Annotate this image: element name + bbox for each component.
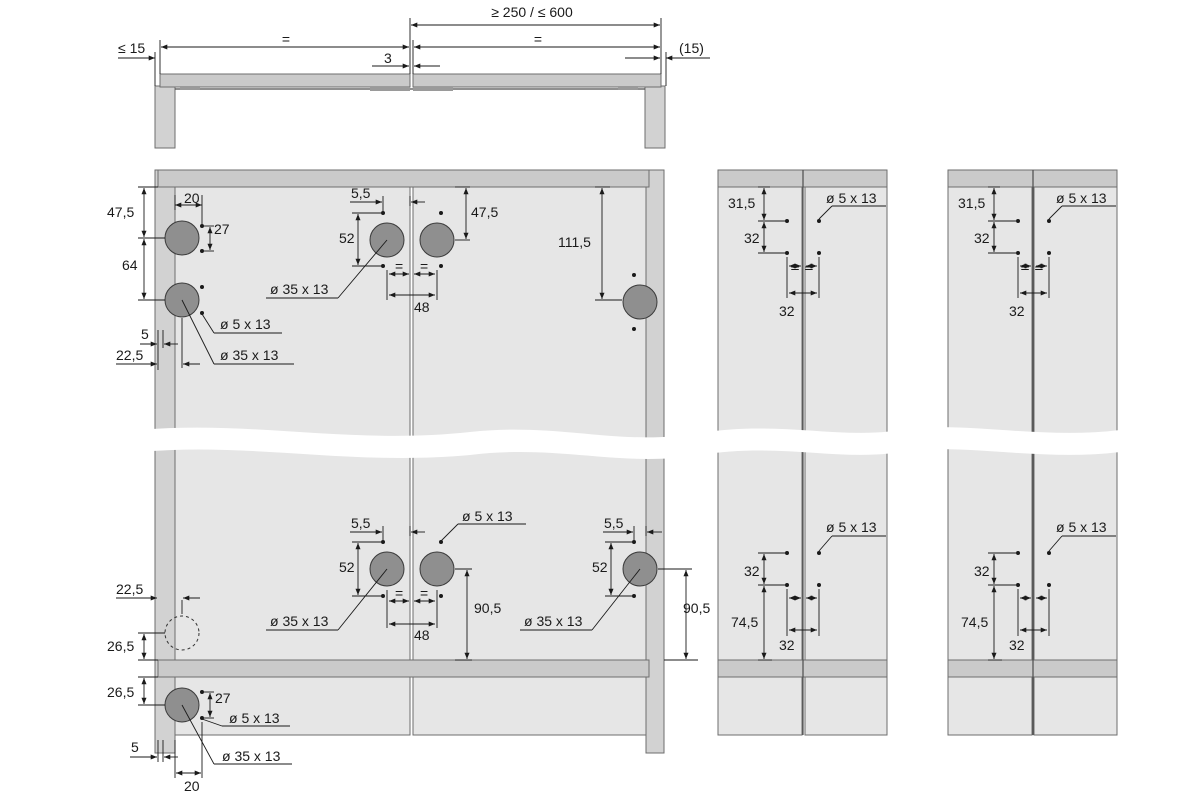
- label-pin-top: ø 5 x 13: [826, 190, 877, 206]
- eq-2: =: [420, 258, 428, 274]
- dim-31-5: 31,5: [728, 195, 755, 211]
- front-view: [154, 169, 665, 754]
- break-band: [140, 427, 1120, 459]
- dim-27-lower: 27: [215, 690, 231, 706]
- dim-52: 52: [339, 230, 355, 246]
- dim-5-5-lower: 5,5: [351, 515, 371, 531]
- label-pin-bottom-b: ø 5 x 13: [1056, 519, 1107, 535]
- dim-32-v-b-b: 32: [974, 563, 990, 579]
- label-pin-mid: ø 5 x 13: [462, 508, 513, 524]
- eq-left-label: =: [282, 31, 290, 47]
- pin-hole: [200, 285, 204, 289]
- top-hinge-right: [413, 87, 453, 91]
- eq-1: =: [395, 258, 403, 274]
- dim-5-lower: 5: [131, 739, 139, 755]
- eq-1-lower: =: [395, 585, 403, 601]
- pin-hole: [200, 249, 204, 253]
- top-rail: [157, 169, 650, 188]
- cup-hole-mid-right: [419, 222, 455, 258]
- top-left-post: [154, 85, 176, 149]
- front-upper-dimensions: 20 47,5 64 27 ø 5 x 13 ø 35 x 13 5: [107, 185, 622, 370]
- dim-74-5-b: 74,5: [961, 614, 988, 630]
- label-cup-left: ø 35 x 13: [220, 347, 279, 363]
- dim-22-5: 22,5: [116, 347, 143, 363]
- dim-5-5: 5,5: [351, 185, 371, 201]
- detail-a-dimensions: 31,5 32 ø 5 x 13 = = 32 ø 5 x 13 32 74,5…: [728, 186, 886, 661]
- eq-detail: = =: [790, 261, 814, 275]
- dim-27: 27: [214, 221, 230, 237]
- dim-32-h-bottom-b: 32: [1009, 637, 1025, 653]
- front-lower-dimensions: 5,5 ø 5 x 13 52 ø 35 x 13 = = 48 90,5: [107, 508, 710, 794]
- cup-hole-lower-mid-right: [419, 551, 455, 587]
- dim-32-h-bottom: 32: [779, 637, 795, 653]
- dim-47-5-mid: 47,5: [471, 204, 498, 220]
- dim-48: 48: [414, 299, 430, 315]
- top-hinge-left: [370, 87, 410, 91]
- dim-32-v-b: 32: [744, 563, 760, 579]
- label-cup-mid-lower: ø 35 x 13: [270, 613, 329, 629]
- dim-32-v: 32: [744, 230, 760, 246]
- dim-20: 20: [184, 190, 200, 206]
- eq-2-lower: =: [420, 585, 428, 601]
- gap-label: 3: [384, 50, 392, 66]
- dim-32-v-b2: 32: [974, 230, 990, 246]
- pin-hole: [200, 224, 204, 228]
- cup-hole-right-upper: [622, 284, 658, 320]
- cup-hole-ghost: [164, 615, 200, 651]
- dim-5: 5: [141, 326, 149, 342]
- dim-5-5-right: 5,5: [604, 515, 624, 531]
- overhang-right-label: (15): [679, 40, 704, 56]
- dim-64: 64: [122, 257, 138, 273]
- dim-26-5-a: 26,5: [107, 638, 134, 654]
- dim-31-5-b: 31,5: [958, 195, 985, 211]
- top-view: ≥ 250 / ≤ 600 = = ≤ 15 3 (15): [118, 4, 710, 149]
- detail-b-dimensions: 31,5 32 ø 5 x 13 = = 32 ø 5 x 13 32 74,5…: [958, 186, 1116, 661]
- top-right-post: [644, 85, 666, 149]
- top-left-door: [159, 73, 411, 88]
- dim-32-h-top-b: 32: [1009, 303, 1025, 319]
- label-cup-right-lower: ø 35 x 13: [524, 613, 583, 629]
- dim-26-5-b: 26,5: [107, 684, 134, 700]
- dim-48-lower: 48: [414, 627, 430, 643]
- cup-hole-upper-1: [164, 220, 200, 256]
- dim-74-5: 74,5: [731, 614, 758, 630]
- dim-90-5-mid: 90,5: [474, 600, 501, 616]
- dim-47-5-left: 47,5: [107, 204, 134, 220]
- dim-20-lower: 20: [184, 778, 200, 794]
- label-pin-left: ø 5 x 13: [220, 316, 271, 332]
- dim-22-5-lower: 22,5: [116, 581, 143, 597]
- bottom-rail: [157, 659, 650, 678]
- dim-52-lower: 52: [339, 559, 355, 575]
- top-right-door: [412, 73, 662, 88]
- label-cup-left-lower: ø 35 x 13: [222, 748, 281, 764]
- dim-111-5: 111,5: [558, 234, 591, 250]
- eq-right-label: =: [534, 31, 542, 47]
- span-label: ≥ 250 / ≤ 600: [491, 4, 573, 20]
- label-cup-mid: ø 35 x 13: [270, 281, 329, 297]
- label-pin-left-lower: ø 5 x 13: [229, 710, 280, 726]
- overhang-left-label: ≤ 15: [118, 40, 145, 56]
- label-pin-bottom: ø 5 x 13: [826, 519, 877, 535]
- pin-hole: [200, 311, 204, 315]
- dim-32-h-top: 32: [779, 303, 795, 319]
- dim-52-right: 52: [592, 559, 608, 575]
- eq-detail-b: = =: [1020, 261, 1044, 275]
- dim-90-5-right: 90,5: [683, 600, 710, 616]
- label-pin-top-b: ø 5 x 13: [1056, 190, 1107, 206]
